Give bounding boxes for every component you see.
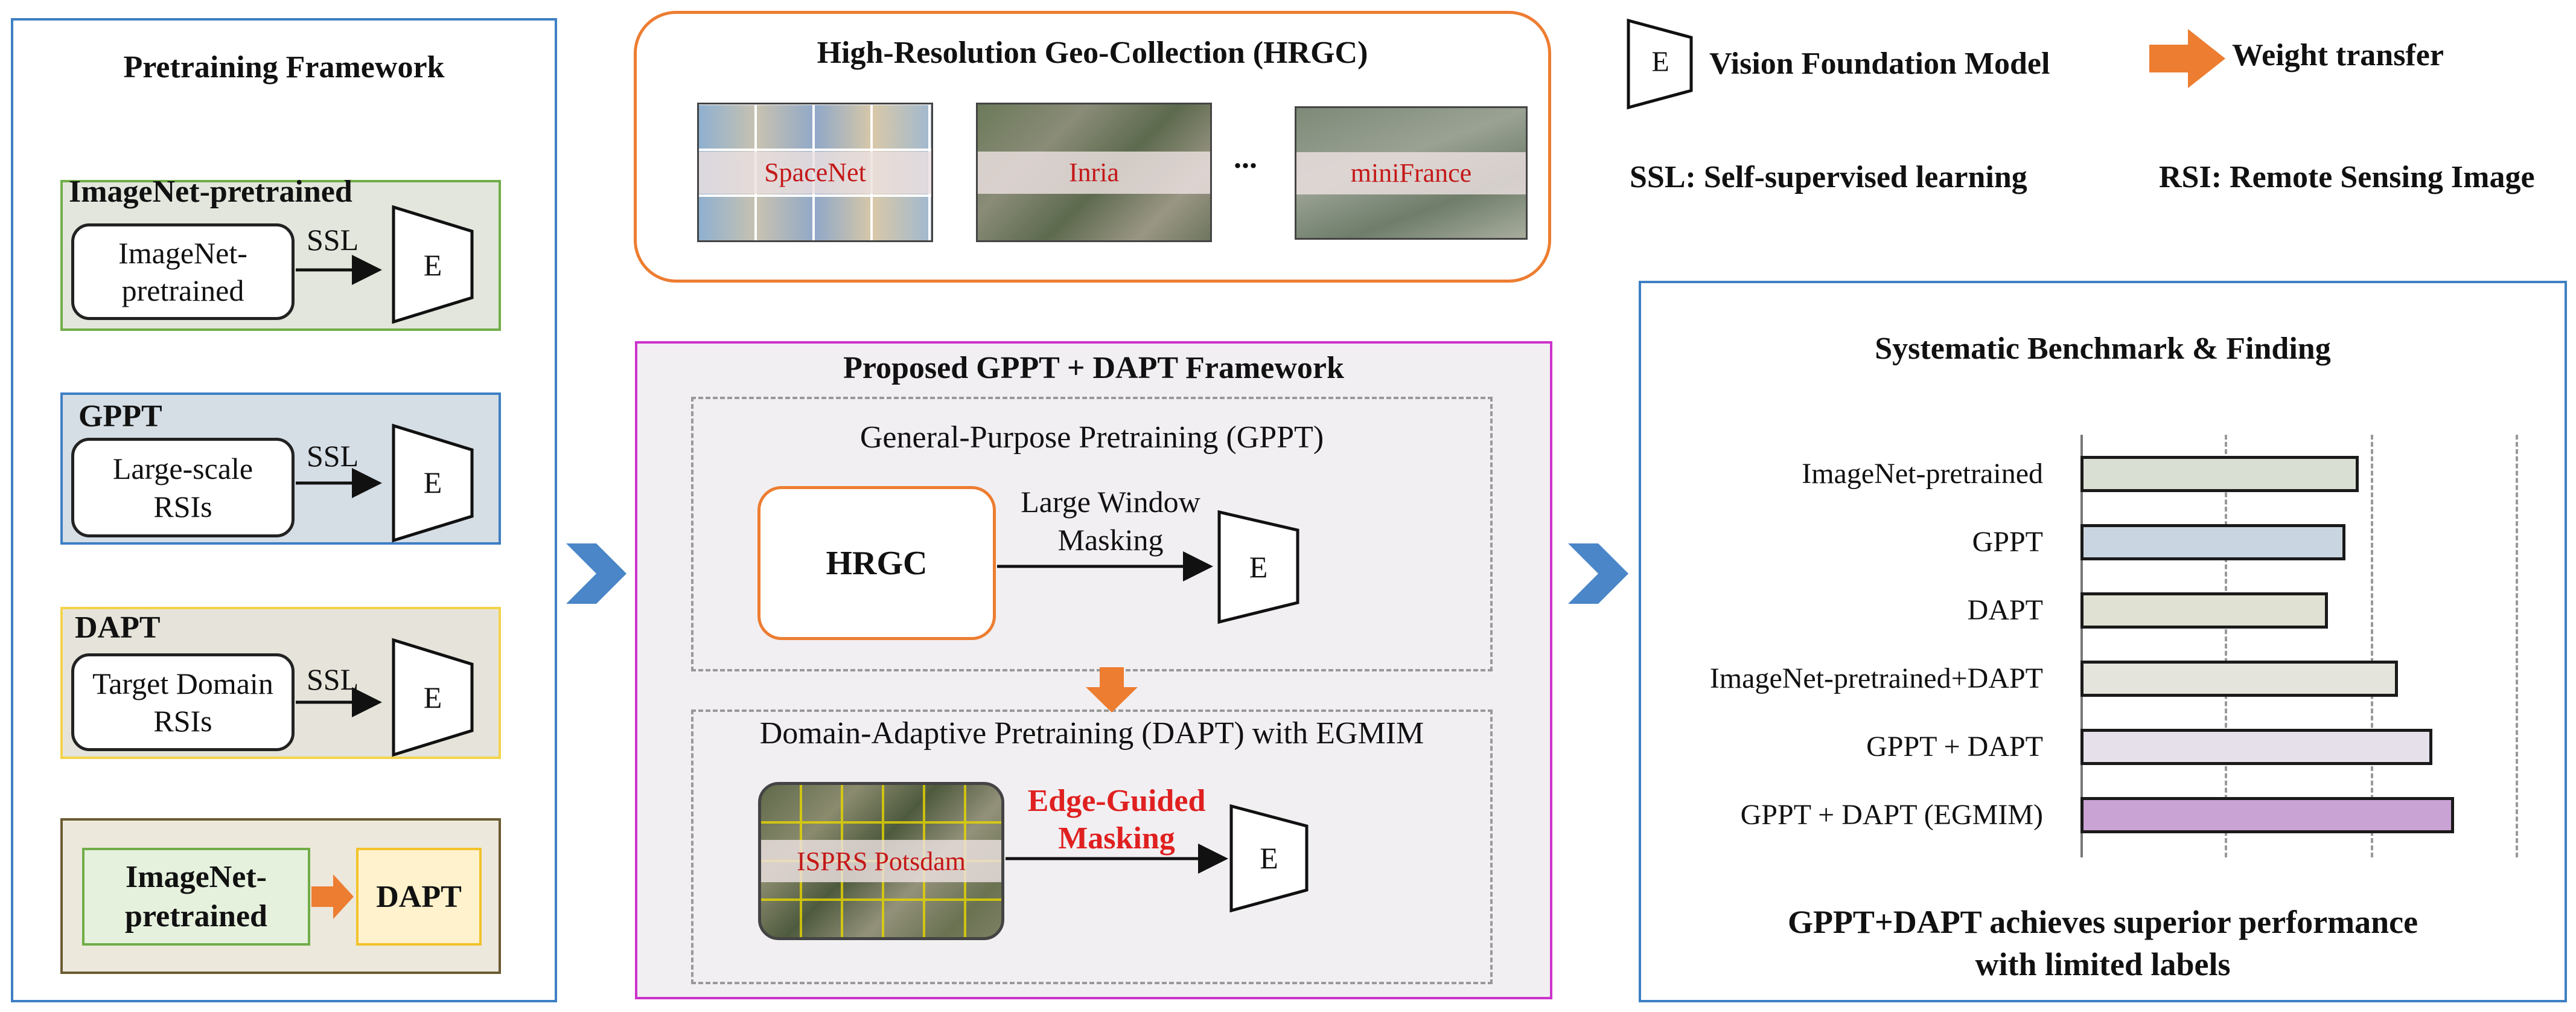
bar	[2080, 524, 2346, 560]
gridline	[2371, 435, 2373, 857]
chevron-right-icon	[566, 543, 626, 604]
encoder-label: E	[423, 248, 442, 282]
dataset-label: ISPRS Potsdam	[761, 840, 1001, 882]
weight-transfer-icon	[311, 874, 354, 919]
chevron-right-icon	[1568, 543, 1628, 604]
vfm-legend-label: Vision Foundation Model	[1709, 46, 2050, 81]
dataset-label: SpaceNet	[699, 151, 931, 194]
potsdam-image: ISPRS Potsdam	[758, 782, 1004, 940]
bar-category-label: GPPT + DAPT (EGMIM)	[1740, 799, 2043, 831]
gridline	[2225, 435, 2227, 857]
gppt-header: GPPT	[78, 399, 162, 434]
encoder-icon	[392, 423, 474, 543]
dapt-region-title: Domain-Adaptive Pretraining (DAPT) with …	[759, 716, 1424, 751]
encoder-label: E	[1260, 841, 1278, 875]
gppt-region	[691, 397, 1493, 671]
weight-transfer-label: Weight transfer	[2232, 38, 2444, 72]
encoder-icon	[1217, 510, 1299, 624]
encoder-icon	[1229, 804, 1309, 913]
bar-category-label: GPPT	[1972, 526, 2043, 558]
encoder-icon	[392, 638, 474, 757]
minifrance-thumbnail: miniFrance	[1295, 106, 1528, 240]
bar	[2080, 797, 2455, 833]
encoder-label: E	[423, 466, 442, 499]
encoder-legend-icon	[1627, 18, 1693, 110]
bar-category-label: ImageNet-pretrained	[1802, 458, 2043, 490]
pretraining-framework-panel	[11, 18, 557, 1002]
ssl-label: SSL	[307, 439, 359, 473]
bar-category-label: GPPT + DAPT	[1866, 731, 2043, 763]
hrgc-panel	[634, 11, 1551, 283]
encoder-label: E	[1249, 550, 1268, 584]
weight-transfer-icon	[2149, 29, 2225, 88]
combo-dapt-box: DAPT	[356, 848, 482, 946]
large-window-masking-label: Large Window Masking	[1021, 485, 1200, 557]
rsi-definition: RSI: Remote Sensing Image	[2159, 160, 2535, 194]
dapt-header: DAPT	[75, 610, 161, 645]
encoder-legend-letter: E	[1651, 46, 1669, 78]
hrgc-source-box: HRGC	[757, 486, 996, 640]
imagenet-source-box: ImageNet- pretrained	[71, 223, 295, 320]
benchmark-panel	[1639, 281, 2567, 1002]
benchmark-title: Systematic Benchmark & Finding	[1875, 331, 2331, 366]
dapt-region	[691, 709, 1493, 984]
bar	[2080, 661, 2398, 697]
bar-category-label: DAPT	[1967, 594, 2043, 626]
gppt-region-title: General-Purpose Pretraining (GPPT)	[859, 420, 1324, 455]
inria-thumbnail: Inria	[976, 103, 1212, 242]
down-arrow-icon	[1086, 667, 1138, 713]
bar	[2080, 456, 2359, 492]
dataset-label: Inria	[978, 151, 1210, 194]
dapt-source-box: Target Domain RSIs	[71, 653, 295, 751]
gppt-source-box: Large-scale RSIs	[71, 438, 295, 537]
bar-category-label: ImageNet-pretrained+DAPT	[1709, 662, 2043, 694]
benchmark-conclusion: GPPT+DAPT achieves superior performance …	[1787, 904, 2418, 983]
ssl-definition: SSL: Self-supervised learning	[1630, 160, 2027, 194]
proposed-title: Proposed GPPT + DAPT Framework	[843, 351, 1344, 385]
ellipsis: ...	[1234, 141, 1257, 175]
hrgc-title: High-Resolution Geo-Collection (HRGC)	[817, 36, 1368, 70]
edge-guided-masking-label: Edge-Guided Masking	[1027, 784, 1206, 856]
bar	[2080, 729, 2433, 765]
imagenet-header: ImageNet-pretrained	[69, 175, 352, 209]
dataset-label: miniFrance	[1296, 152, 1526, 194]
ssl-label: SSL	[307, 662, 359, 696]
bar	[2080, 592, 2329, 629]
panel-title: Pretraining Framework	[123, 50, 445, 85]
gridline	[2516, 435, 2518, 857]
spacenet-thumbnail: SpaceNet	[697, 103, 933, 242]
encoder-label: E	[423, 681, 442, 714]
chart-y-axis	[2080, 435, 2083, 857]
ssl-label: SSL	[307, 223, 359, 257]
encoder-icon	[392, 205, 474, 324]
combo-imagenet-box: ImageNet- pretrained	[82, 848, 310, 946]
